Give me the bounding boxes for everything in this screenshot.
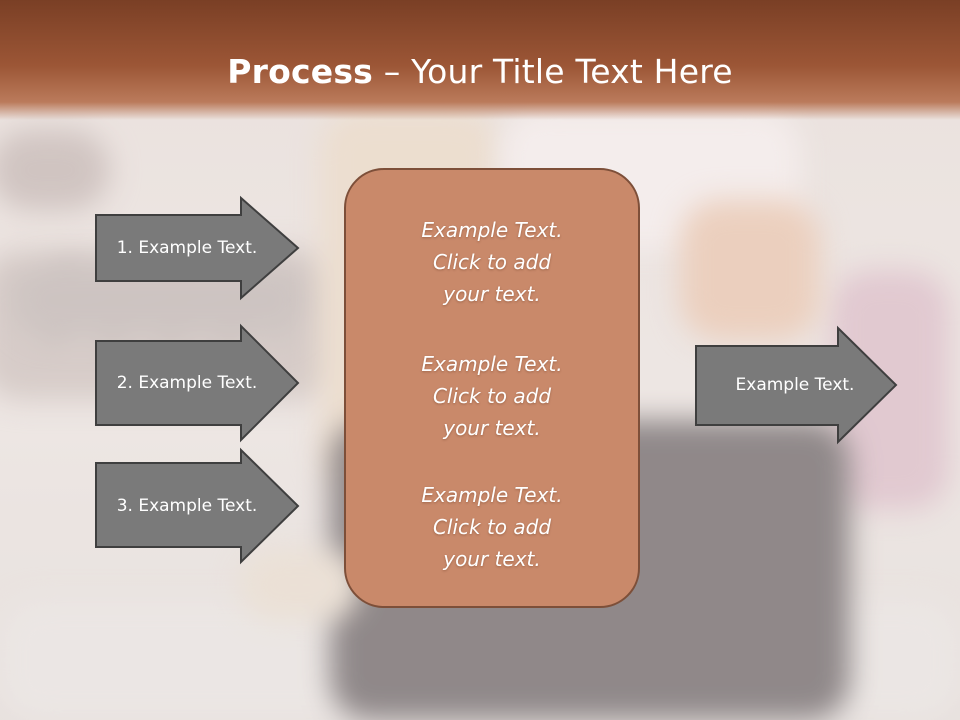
center-process-box[interactable]: Example Text. Click to add your text. Ex… bbox=[344, 168, 640, 608]
arrow-right-shape bbox=[95, 447, 300, 565]
arrow-right-shape bbox=[95, 323, 300, 443]
arrow-right-shape bbox=[695, 325, 898, 445]
input-arrow-2[interactable]: 2. Example Text. bbox=[95, 323, 300, 443]
center-text-1[interactable]: Example Text. Click to add your text. bbox=[421, 218, 563, 306]
input-arrow-label: 2. Example Text. bbox=[116, 373, 258, 393]
output-arrow[interactable]: Example Text. bbox=[695, 325, 898, 445]
title-rest: – Your Title Text Here bbox=[373, 52, 733, 91]
input-arrow-1[interactable]: 1. Example Text. bbox=[95, 195, 300, 301]
output-arrow-label: Example Text. bbox=[735, 375, 855, 395]
slide-title[interactable]: Process – Your Title Text Here bbox=[0, 52, 960, 91]
input-arrow-label: 3. Example Text. bbox=[116, 496, 258, 516]
input-arrow-label: 1. Example Text. bbox=[116, 238, 258, 258]
center-text-3[interactable]: Example Text. Click to add your text. bbox=[421, 483, 563, 571]
input-arrow-3[interactable]: 3. Example Text. bbox=[95, 447, 300, 565]
title-bold: Process bbox=[227, 52, 374, 91]
title-band bbox=[0, 0, 960, 120]
arrow-right-shape bbox=[95, 195, 300, 301]
center-text-2[interactable]: Example Text. Click to add your text. bbox=[421, 352, 563, 440]
